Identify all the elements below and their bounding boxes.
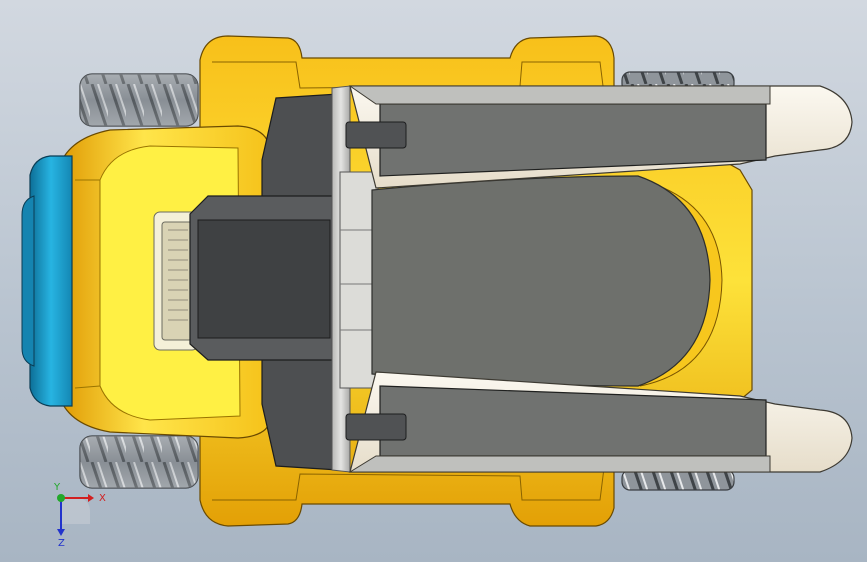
x-axis-arrowhead bbox=[88, 494, 94, 502]
fork-plate bbox=[371, 175, 711, 387]
fork-arm-top bbox=[345, 85, 853, 189]
fork-arm-bottom bbox=[345, 371, 853, 473]
orientation-triad[interactable]: X Y Z bbox=[44, 478, 114, 548]
wheel-front-top bbox=[79, 73, 199, 127]
mast-block bbox=[189, 93, 339, 471]
wheel-rear-bottom bbox=[621, 469, 735, 491]
cab-window bbox=[21, 155, 73, 407]
y-axis-dot bbox=[57, 494, 65, 502]
x-axis-label: X bbox=[99, 493, 106, 504]
wheel-front-bottom bbox=[79, 435, 199, 489]
engine-grille bbox=[153, 211, 199, 351]
y-axis-label: Y bbox=[53, 482, 61, 493]
z-axis-arrowhead bbox=[57, 529, 65, 536]
z-axis-label: Z bbox=[58, 538, 65, 548]
